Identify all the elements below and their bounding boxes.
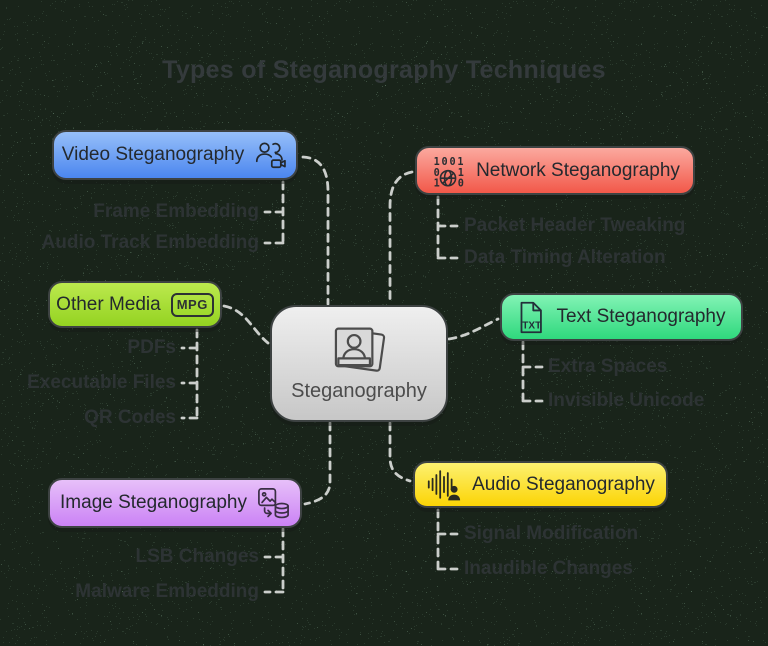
child-packet-header-tweaking: Packet Header Tweaking (464, 215, 686, 236)
edge-center-video (301, 155, 330, 306)
node-label: Video Steganography (61, 144, 245, 165)
node-steganography-center: Steganography (270, 305, 448, 422)
node-network-steganography: 1001 01 10 Network Steganography (415, 146, 695, 195)
node-label: Image Steganography (60, 492, 247, 513)
node-video-steganography: Video Steganography (52, 130, 298, 180)
node-image-steganography: Image Steganography (48, 478, 302, 528)
node-text-steganography: TXT Text Steganography (500, 293, 743, 341)
svg-text:1001: 1001 (434, 157, 466, 168)
txt-document-icon: TXT (517, 301, 546, 334)
node-audio-steganography: Audio Steganography (413, 461, 668, 508)
child-signal-modification: Signal Modification (464, 523, 639, 544)
stub-image-children (263, 527, 285, 594)
child-qr-codes: QR Codes (84, 407, 176, 428)
mpg-file-badge-icon: MPG (170, 292, 214, 317)
svg-text:TXT: TXT (523, 320, 542, 331)
edge-center-other (222, 304, 270, 345)
svg-text:01: 01 (434, 167, 466, 178)
node-other-media: Other Media MPG (48, 281, 222, 328)
node-label: Other Media (56, 293, 161, 315)
child-data-timing-alteration: Data Timing Alteration (464, 247, 666, 268)
child-malware-embedding: Malware Embedding (75, 581, 259, 602)
svg-text:10: 10 (434, 178, 466, 187)
image-to-database-icon (257, 487, 290, 520)
child-frame-embedding: Frame Embedding (93, 201, 259, 222)
edge-center-network (388, 170, 414, 306)
stub-network-children (436, 195, 459, 260)
edge-center-image (303, 421, 332, 506)
binary-globe-icon: 1001 01 10 (434, 157, 466, 188)
node-label: Audio Steganography (472, 473, 655, 495)
child-pdfs: PDFs (127, 337, 176, 358)
diagram-title: Types of Steganography Techniques (162, 56, 606, 84)
child-extra-spaces: Extra Spaces (548, 356, 668, 377)
edge-center-audio (388, 421, 412, 483)
users-video-camera-icon (254, 140, 288, 171)
stub-audio-children (436, 508, 459, 571)
edge-center-text (447, 317, 500, 341)
node-label: Steganography (291, 379, 427, 402)
stub-text-children (521, 340, 544, 403)
child-executable-files: Executable Files (27, 372, 176, 393)
stub-other-children (180, 328, 199, 420)
node-label: Network Steganography (476, 159, 680, 181)
child-audio-track-embedding: Audio Track Embedding (41, 232, 259, 253)
child-inaudible-changes: Inaudible Changes (464, 558, 633, 579)
stub-video-children (263, 180, 285, 245)
node-label: Text Steganography (556, 306, 726, 327)
photo-portrait-stack-icon (331, 325, 387, 376)
waveform-person-icon (426, 468, 461, 501)
child-invisible-unicode: Invisible Unicode (548, 390, 705, 411)
child-lsb-changes: LSB Changes (135, 546, 259, 567)
